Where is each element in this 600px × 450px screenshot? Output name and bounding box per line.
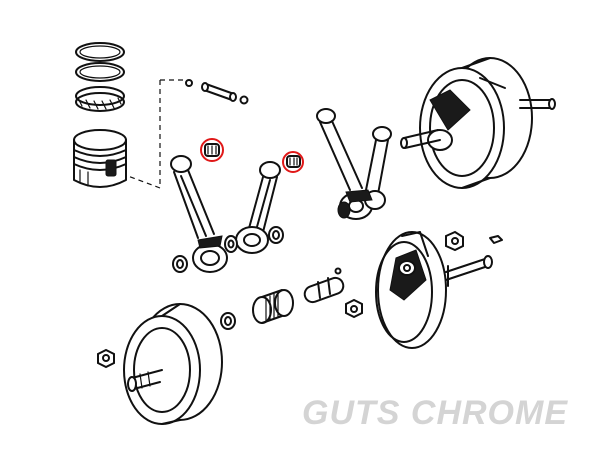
assembly-guide-line: [127, 79, 185, 189]
pin-nut: [220, 298, 363, 330]
connecting-rod-middle: [235, 161, 281, 254]
wrist-pin: [185, 79, 249, 105]
connecting-rod-left: [170, 155, 228, 273]
crank-nut-right: [445, 230, 503, 252]
flywheel-bottom-left: [97, 303, 223, 425]
watermark-brand-text: GUTS CHROME: [302, 394, 568, 432]
crank-pin: [303, 267, 345, 304]
assembled-rod-pair: [316, 108, 392, 220]
piston-rings: [75, 42, 125, 112]
small-end-bearing-right: [282, 151, 304, 173]
flywheel-top-right: [400, 57, 556, 189]
small-end-bearing-left: [200, 138, 224, 162]
flywheel-middle-right: [375, 231, 493, 349]
piston: [73, 129, 127, 188]
thrust-washers: [172, 226, 284, 273]
guts-chrome-watermark: GUTS CHROME: [302, 394, 568, 432]
roller-bearing: [252, 289, 294, 324]
